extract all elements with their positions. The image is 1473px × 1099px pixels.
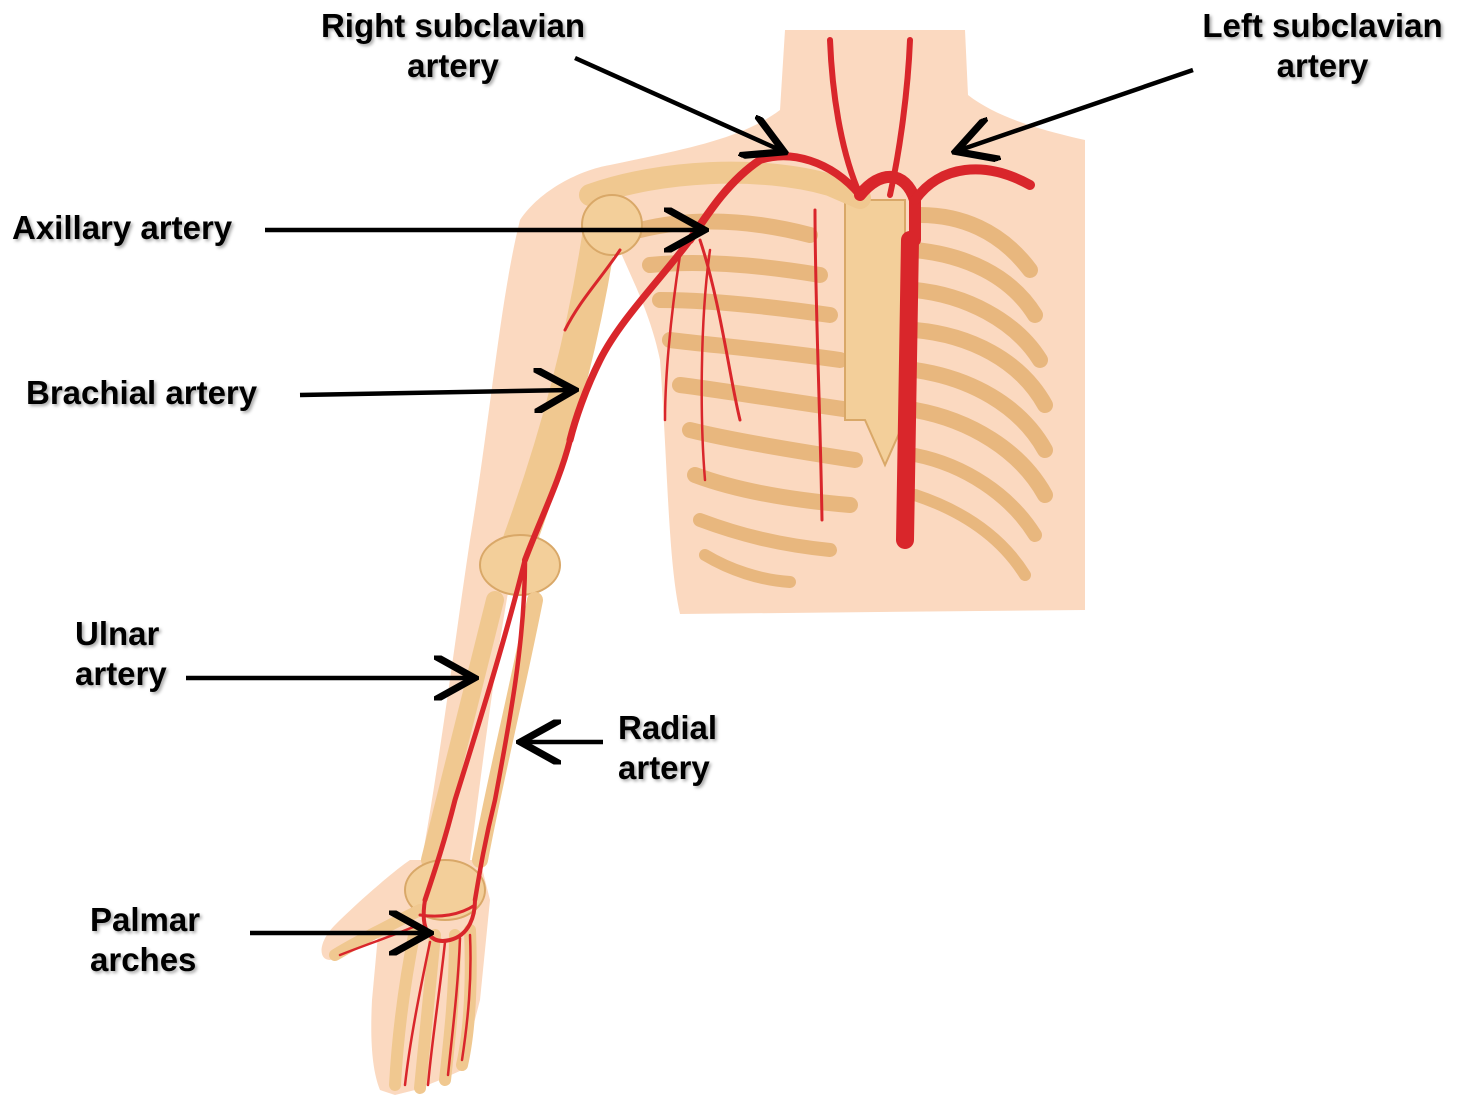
label-right-subclavian-artery: Right subclavian artery: [298, 6, 608, 86]
label-radial-line2: artery: [618, 748, 717, 788]
label-left-subclavian-artery: Left subclavian artery: [1180, 6, 1465, 86]
humeral-head: [582, 195, 642, 255]
label-axillary-artery: Axillary artery: [12, 208, 232, 248]
label-ulnar-artery: Ulnar artery: [75, 614, 167, 694]
arrow-left-subclavian: [960, 70, 1193, 150]
label-left-subclavian-line1: Left subclavian: [1180, 6, 1465, 46]
label-palmar-arches: Palmar arches: [90, 900, 200, 980]
label-ulnar-line1: Ulnar: [75, 614, 167, 654]
label-brachial-text: Brachial artery: [26, 374, 257, 411]
label-palmar-line2: arches: [90, 940, 200, 980]
label-radial-artery: Radial artery: [618, 708, 717, 788]
label-left-subclavian-line2: artery: [1180, 46, 1465, 86]
label-radial-line1: Radial: [618, 708, 717, 748]
label-right-subclavian-line2: artery: [298, 46, 608, 86]
label-ulnar-line2: artery: [75, 654, 167, 694]
label-palmar-line1: Palmar: [90, 900, 200, 940]
label-right-subclavian-line1: Right subclavian: [298, 6, 608, 46]
label-axillary-text: Axillary artery: [12, 209, 232, 246]
label-brachial-artery: Brachial artery: [26, 373, 257, 413]
